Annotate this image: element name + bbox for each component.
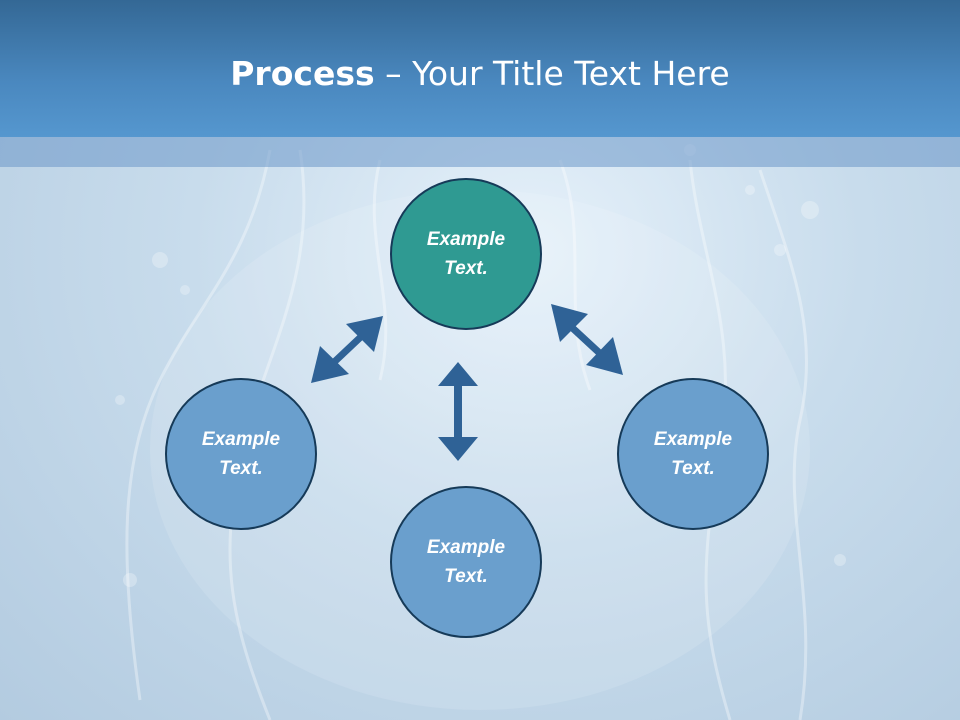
- arrow-top-left: [311, 316, 383, 383]
- process-node-top[interactable]: Example Text.: [390, 178, 542, 330]
- node-left-label: Example Text.: [201, 429, 281, 479]
- title-bar: Process – Your Title Text Here: [0, 0, 960, 137]
- node-bottom-label: Example Text.: [426, 537, 506, 587]
- arrow-top-right: [551, 304, 623, 375]
- arrow-top-bottom: [438, 362, 478, 461]
- title-bold-text: Process: [230, 54, 375, 93]
- process-node-bottom[interactable]: Example Text.: [390, 486, 542, 638]
- node-top-label: Example Text.: [426, 229, 506, 279]
- process-node-right[interactable]: Example Text.: [617, 378, 769, 530]
- process-node-left[interactable]: Example Text.: [165, 378, 317, 530]
- slide-title[interactable]: Process – Your Title Text Here: [0, 52, 960, 96]
- title-underband: [0, 137, 960, 167]
- node-right-label: Example Text.: [653, 429, 733, 479]
- title-rest-text: – Your Title Text Here: [374, 54, 730, 93]
